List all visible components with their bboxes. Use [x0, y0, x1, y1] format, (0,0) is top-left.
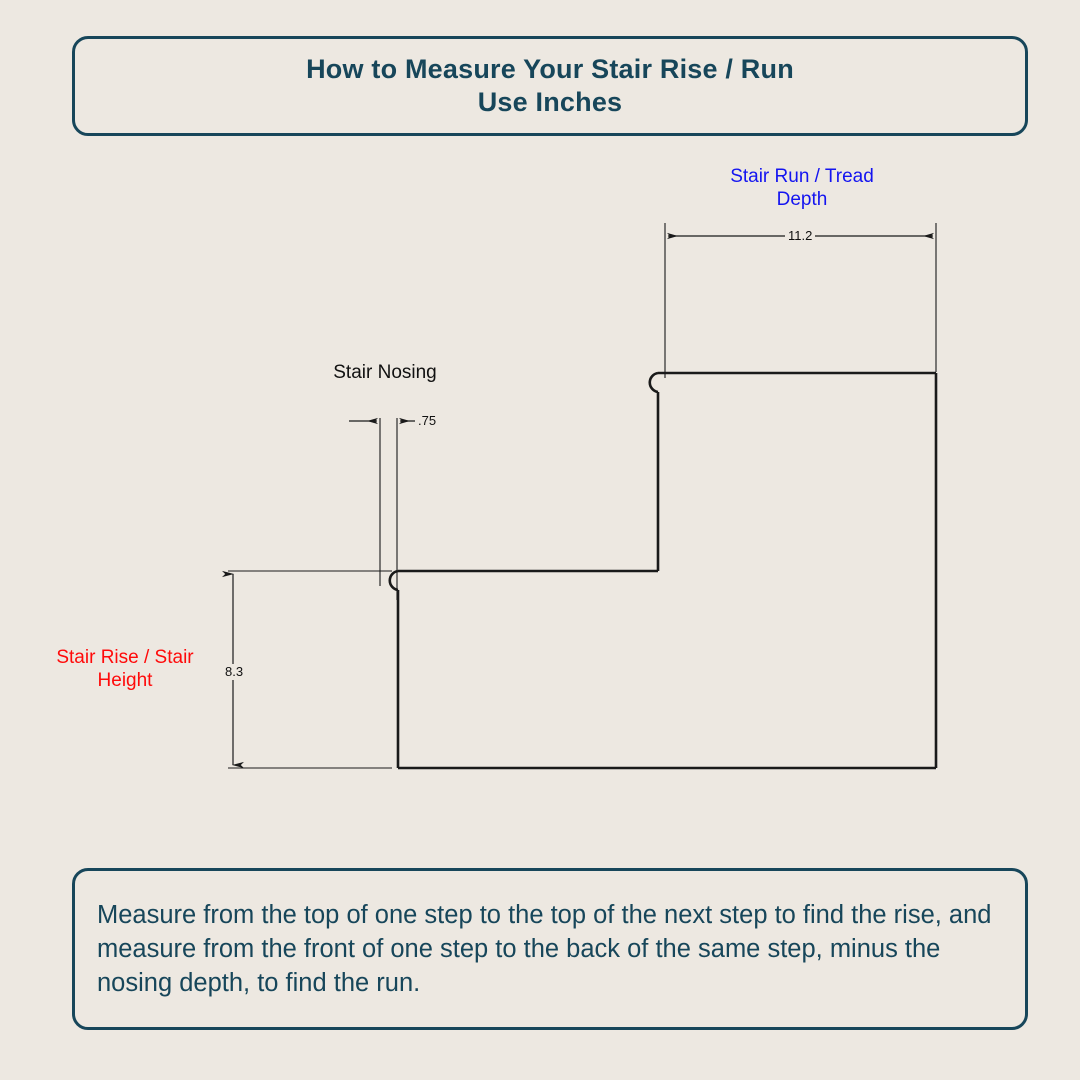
title-line-2: Use Inches [477, 87, 623, 117]
extension-lines [228, 223, 937, 769]
upper-nosing-bullnose [648, 371, 659, 394]
label-stair-run: Stair Run / Tread Depth [730, 166, 874, 210]
caption-banner: Measure from the top of one step to the … [72, 868, 1028, 1030]
dimension-value-rise: 8.3 [222, 664, 247, 679]
dimension-value-run: 11.2 [785, 228, 816, 243]
dimension-lines [222, 232, 934, 769]
stair-profile-outline [388, 371, 938, 770]
lower-nosing-bullnose [388, 569, 399, 592]
caption-text: Measure from the top of one step to the … [97, 901, 992, 997]
dimension-value-nosing: .75 [415, 413, 440, 428]
title-banner: How to Measure Your Stair Rise / Run Use… [72, 36, 1028, 136]
title-line-1: How to Measure Your Stair Rise / Run [306, 54, 794, 84]
label-stair-rise: Stair Rise / Stair Height [56, 647, 194, 691]
label-stair-nosing: Stair Nosing [333, 362, 437, 383]
